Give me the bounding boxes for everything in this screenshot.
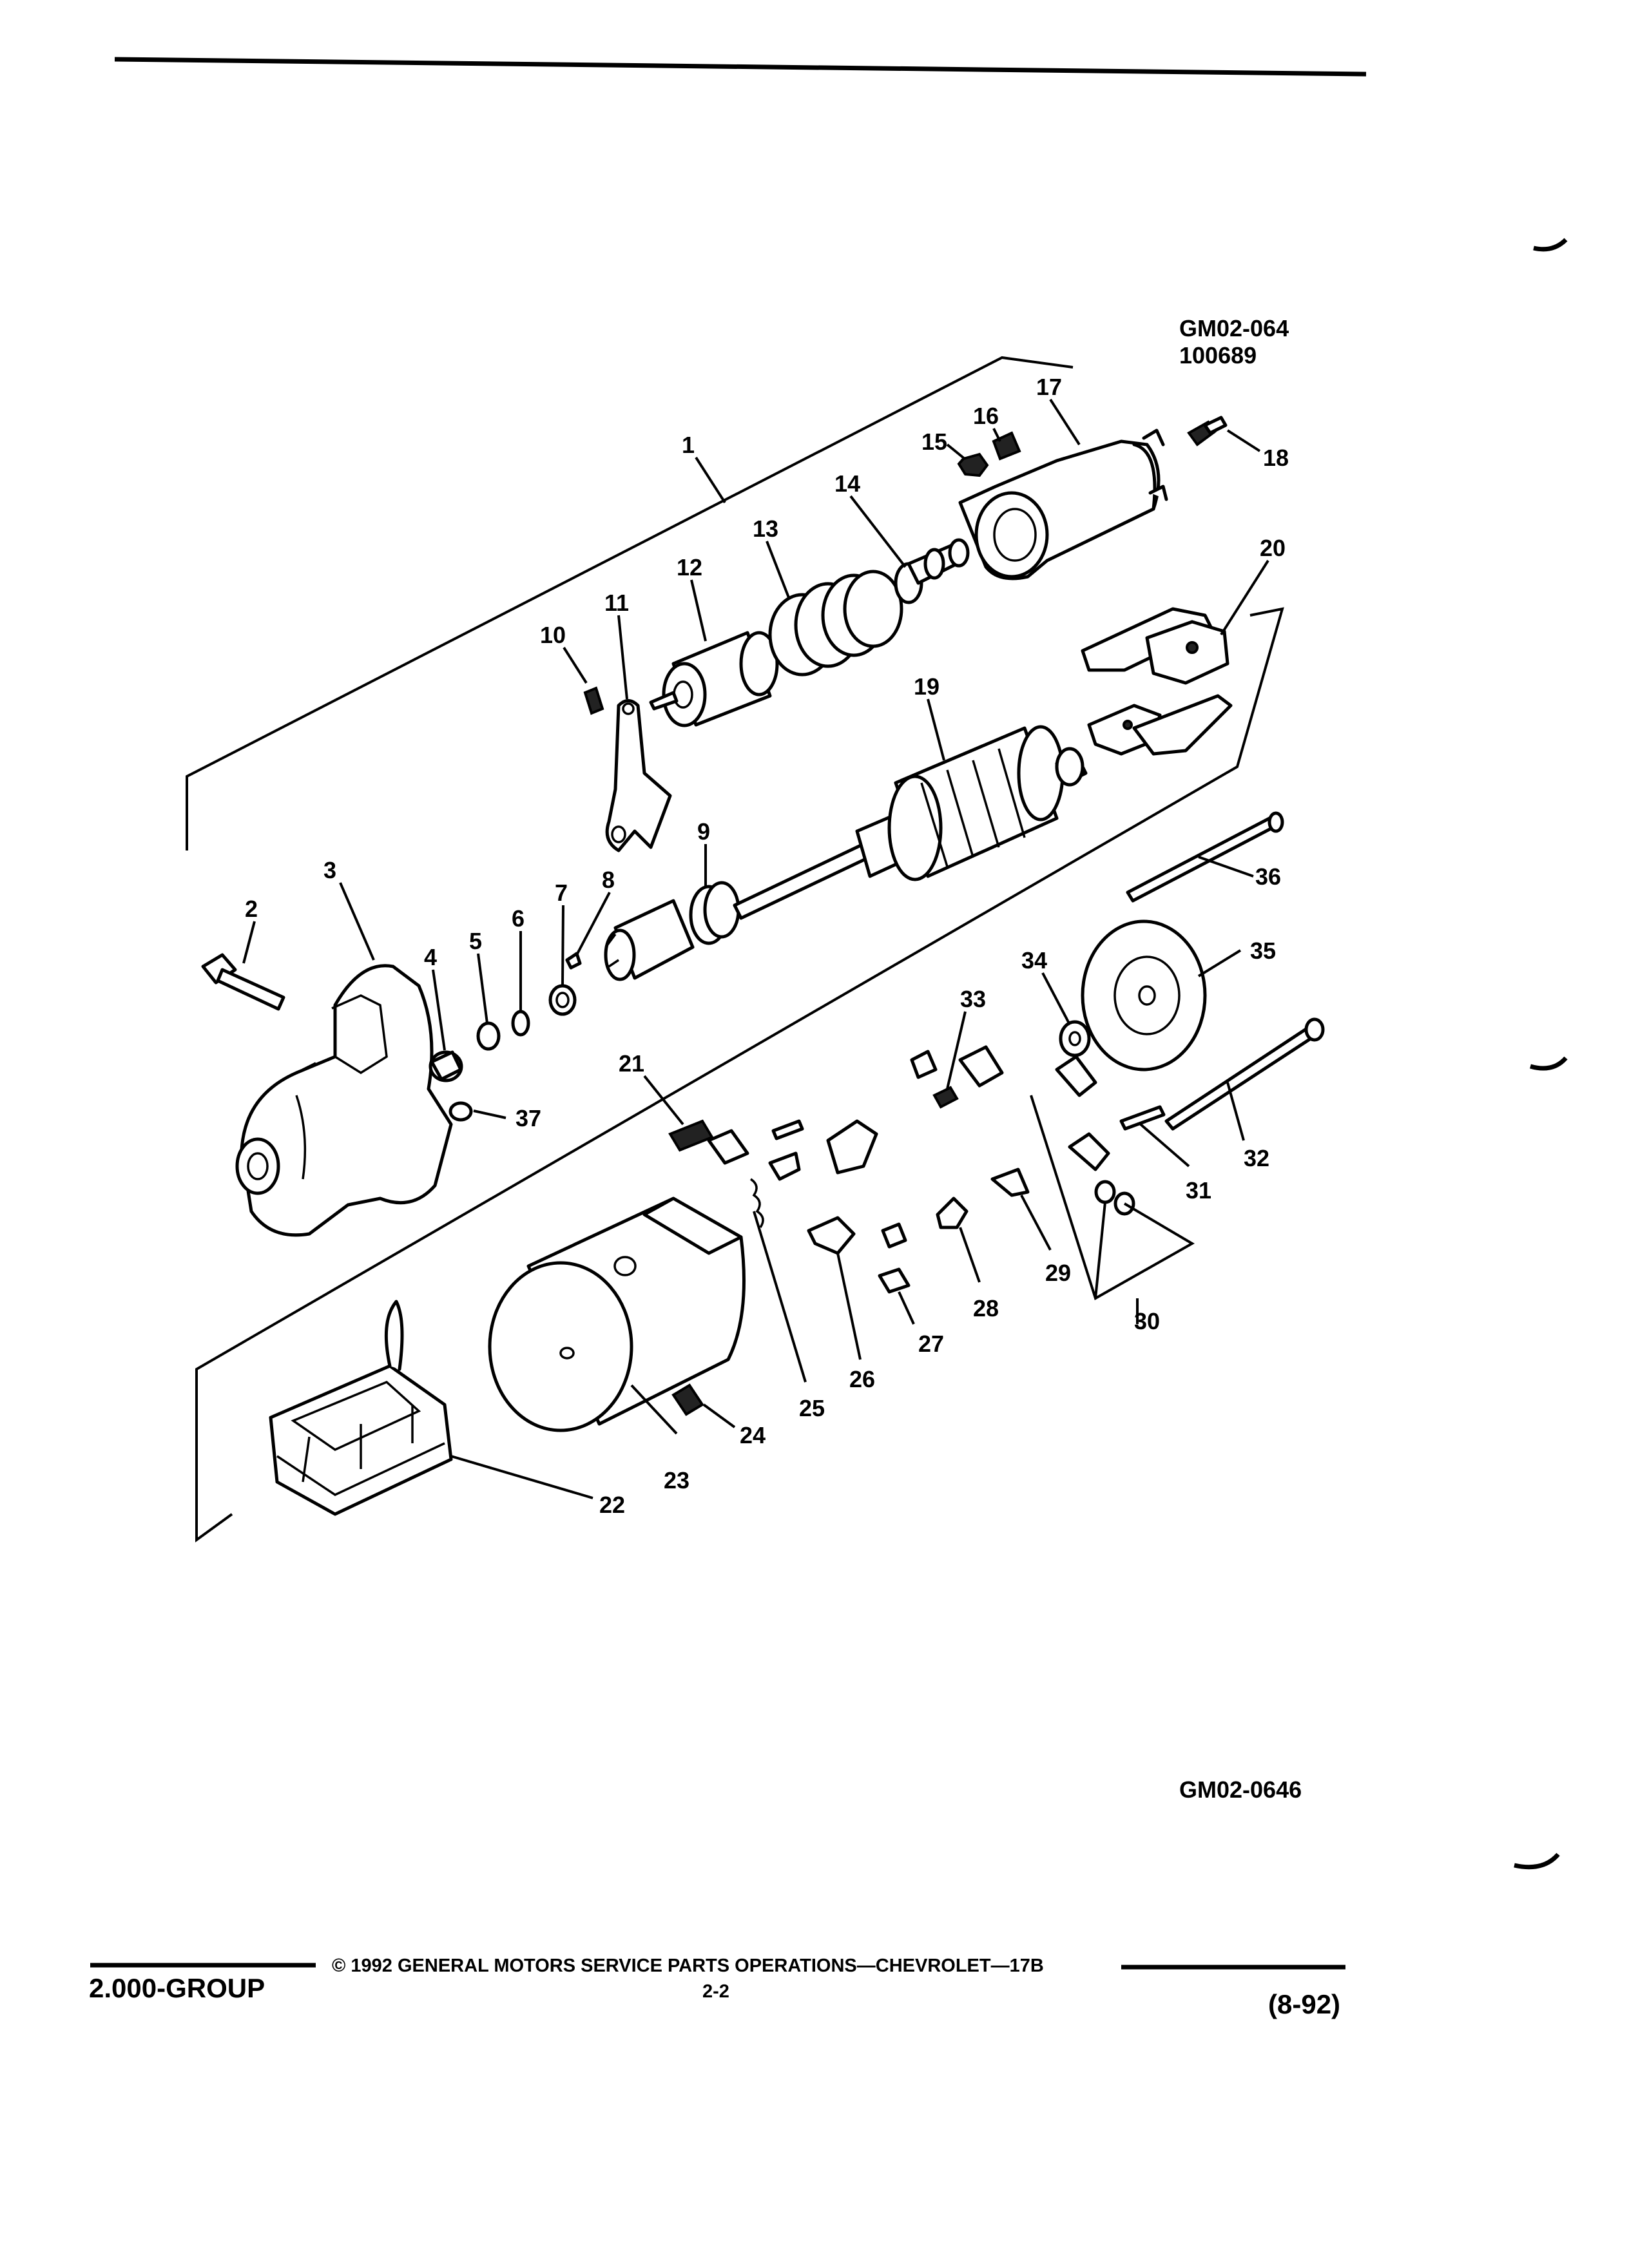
screw-part: [932, 1086, 959, 1109]
washer-part: [1059, 1020, 1091, 1057]
drive-assembly-part: [604, 881, 740, 981]
ring-part: [476, 1021, 501, 1051]
washer-part: [1094, 1180, 1116, 1204]
callout-7: 7: [555, 879, 568, 906]
retainer-part: [565, 952, 582, 970]
diagram-date-code: 100689: [1179, 342, 1257, 369]
pin-part: [583, 686, 604, 715]
spring-part: [990, 1168, 1030, 1197]
callout-19: 19: [914, 673, 940, 700]
footer-page-number: 2-2: [702, 1981, 729, 2002]
brush-plate-part: [707, 1129, 749, 1165]
collar-part: [548, 984, 577, 1016]
callout-2: 2: [245, 896, 258, 922]
diagram-code: GM02-064: [1179, 315, 1289, 341]
callout-26: 26: [849, 1366, 875, 1392]
callout-30: 30: [1134, 1308, 1160, 1334]
assembly-bracket-lower: [195, 607, 1284, 1542]
diagram-code-bottom: GM02-0646: [1179, 1776, 1302, 1803]
brush-plate-part: [1068, 1132, 1110, 1171]
callout-15: 15: [921, 428, 947, 455]
brush-plate-part: [826, 1119, 878, 1175]
margin-mark: [1533, 238, 1568, 252]
insulator-part: [878, 1267, 911, 1294]
callout-21: 21: [619, 1050, 644, 1077]
top-rule: [114, 57, 1367, 77]
brush-part: [668, 1119, 714, 1152]
bolt-part: [1119, 1105, 1166, 1131]
brush-plate-part: [958, 1045, 1004, 1088]
shift-lever-part: [605, 699, 672, 852]
screw-part: [671, 1383, 704, 1416]
margin-mark: [1530, 1056, 1568, 1071]
callout-12: 12: [677, 554, 702, 581]
callout-23: 23: [664, 1467, 689, 1494]
callout-3: 3: [323, 857, 336, 883]
lock-washer-part: [448, 1101, 473, 1122]
callout-14: 14: [834, 470, 860, 497]
callout-1: 1: [682, 432, 695, 458]
callout-10: 10: [540, 622, 566, 648]
brush-plate-part: [771, 1119, 804, 1140]
callout-29: 29: [1045, 1260, 1071, 1286]
brush-plate-part: [1055, 1055, 1097, 1097]
callout-labels: 1 2 3 4 5 6 7 8 9 10 11 12 13 14 15 16 1…: [245, 374, 1289, 1518]
armature-part: [733, 725, 1088, 920]
brush-holder-part: [936, 1196, 969, 1229]
spring-part: [768, 570, 903, 677]
frame-part: [488, 1196, 746, 1432]
callout-34: 34: [1021, 947, 1047, 974]
solenoid-part: [958, 428, 1168, 581]
plunger-part: [649, 631, 779, 727]
contact-plunger-part: [894, 538, 970, 604]
callout-18: 18: [1263, 445, 1289, 471]
callout-24: 24: [740, 1422, 766, 1448]
footer-copyright: © 1992 GENERAL MOTORS SERVICE PARTS OPER…: [332, 1956, 1044, 1976]
callout-4: 4: [424, 944, 437, 970]
callout-17: 17: [1036, 374, 1062, 400]
callout-13: 13: [753, 515, 778, 542]
bolt-part: [201, 953, 285, 1011]
callout-9: 9: [697, 818, 710, 845]
spring-part: [749, 1178, 764, 1228]
nut-part: [957, 452, 989, 477]
footer-date: (8-92): [1268, 1989, 1340, 2019]
callout-20: 20: [1260, 535, 1286, 561]
end-frame-part: [1081, 919, 1207, 1072]
stud-part: [1126, 816, 1277, 903]
callout-16: 16: [973, 403, 999, 429]
callout-11: 11: [604, 590, 629, 616]
callout-32: 32: [1244, 1145, 1269, 1171]
callout-36: 36: [1255, 863, 1281, 890]
page-footer: 2.000-GROUP © 1992 GENERAL MOTORS SERVIC…: [89, 1956, 1345, 2019]
brush-holder-part: [1081, 607, 1233, 756]
brush-holder-part: [807, 1216, 856, 1255]
leader-lines: [242, 398, 1269, 1499]
field-coil-part: [269, 1300, 453, 1516]
callout-5: 5: [469, 928, 482, 954]
callout-6: 6: [512, 905, 525, 932]
callout-8: 8: [602, 867, 615, 893]
callout-33: 33: [960, 986, 986, 1012]
callout-25: 25: [799, 1395, 825, 1421]
bushing-part: [429, 1050, 463, 1082]
assembly-bracket-upper: [186, 356, 1074, 850]
callout-22: 22: [599, 1492, 625, 1518]
callout-27: 27: [918, 1331, 944, 1357]
margin-mark: [1514, 1852, 1560, 1870]
callout-35: 35: [1250, 937, 1276, 964]
callout-31: 31: [1186, 1177, 1211, 1204]
footer-group: 2.000-GROUP: [89, 1973, 265, 2003]
drive-housing-part: [235, 964, 453, 1237]
callout-37: 37: [516, 1105, 541, 1131]
ring-part: [511, 1010, 530, 1037]
callout-28: 28: [973, 1295, 999, 1321]
brush-plate-part: [768, 1151, 801, 1181]
